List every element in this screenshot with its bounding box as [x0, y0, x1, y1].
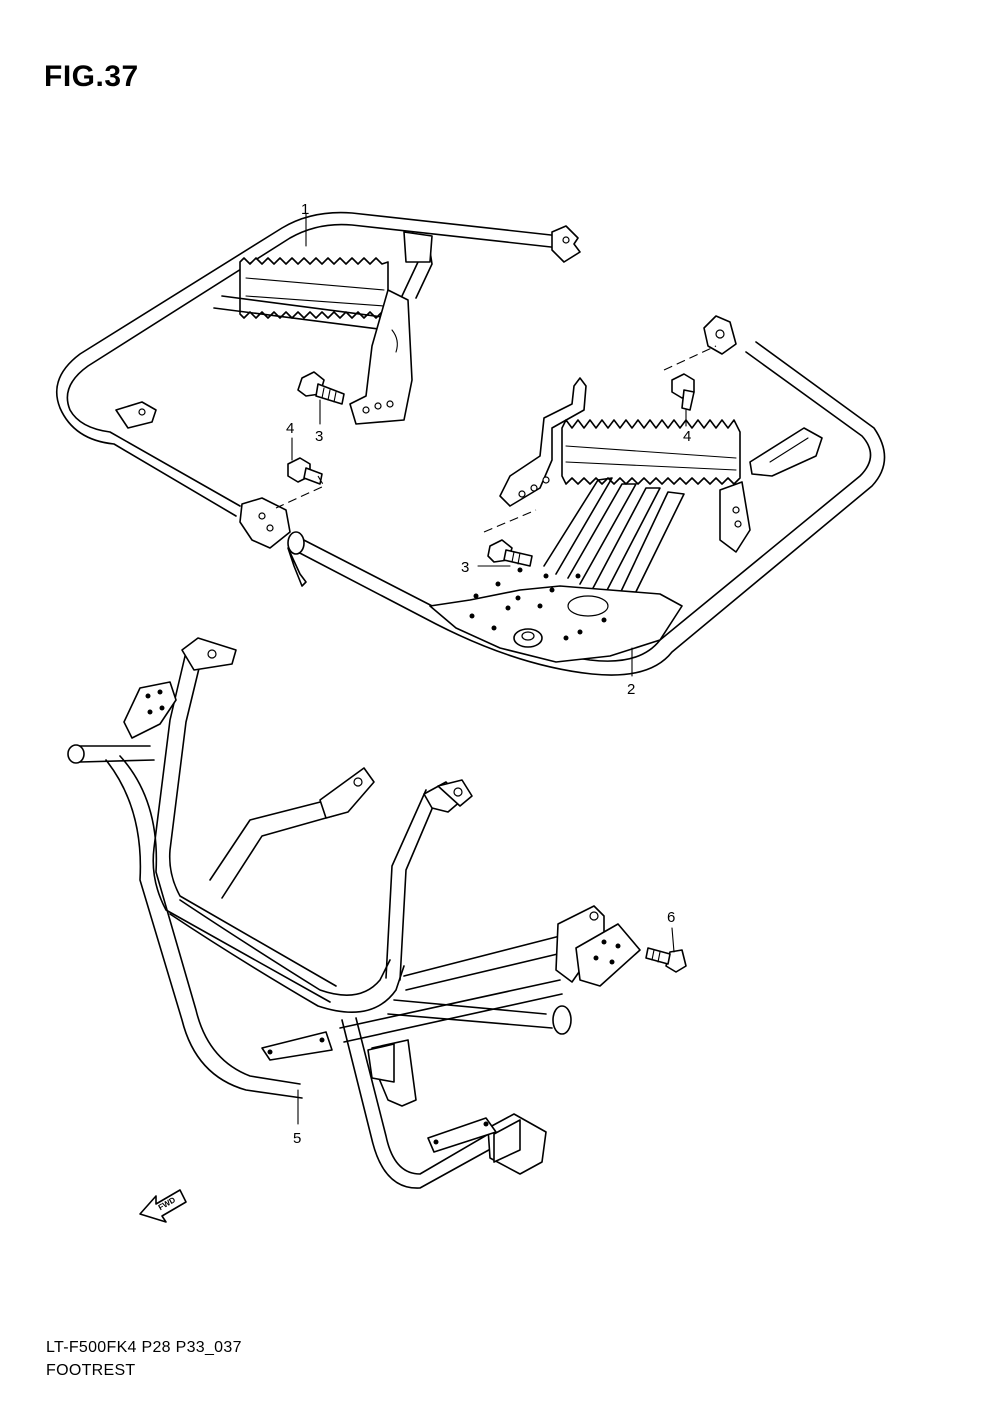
- callout-4-left: 4: [286, 420, 294, 437]
- section-name: FOOTREST: [46, 1362, 136, 1379]
- part-3-bolt-lower: [477, 509, 537, 567]
- part-4-bolt-right: [663, 345, 717, 427]
- callout-3-lower: 3: [461, 559, 469, 576]
- callout-6: 6: [667, 909, 675, 926]
- callout-3-upper: 3: [315, 428, 323, 445]
- leader-lines: [297, 213, 633, 1125]
- part-6-bolt: [645, 927, 687, 973]
- part-2-right-footrest-frame: [287, 315, 886, 676]
- part-3-bolt-upper: [297, 371, 345, 425]
- callout-1: 1: [301, 201, 309, 218]
- part-4-bolt-left: [275, 437, 325, 509]
- callout-5: 5: [293, 1130, 301, 1147]
- callout-2: 2: [627, 681, 635, 698]
- fwd-arrow-icon: FWD: [139, 1189, 187, 1223]
- part-1-left-footrest-frame: [56, 211, 581, 549]
- model-code: LT-F500FK4 P28 P33_037: [46, 1339, 242, 1356]
- part-5-lower-guard-frame: [67, 637, 641, 1189]
- callout-4-right: 4: [683, 428, 691, 445]
- figure-footer: LT-F500FK4 P28 P33_037 FOOTREST: [46, 1336, 242, 1382]
- figure-title: FIG.37: [44, 60, 139, 93]
